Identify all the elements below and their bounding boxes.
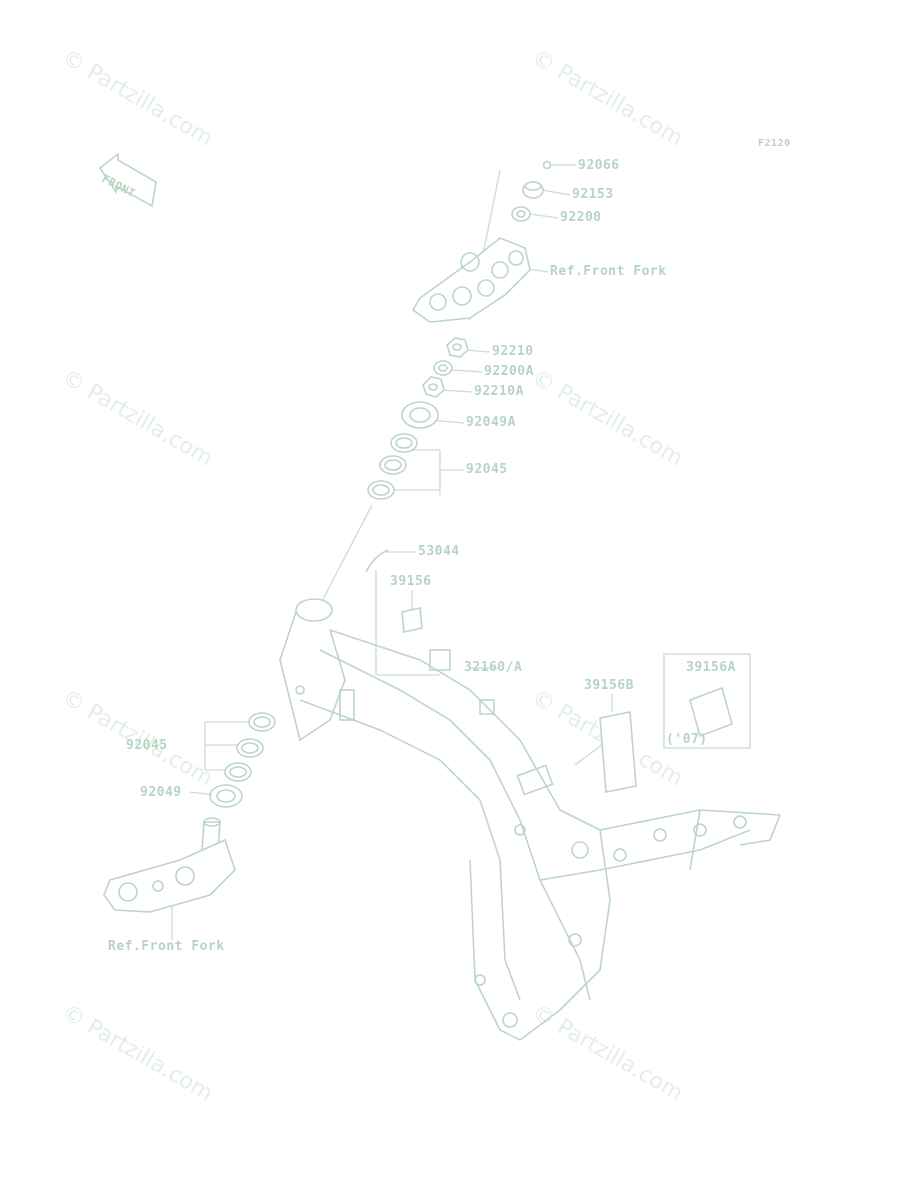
part-label[interactable]: 92210A [474,384,524,399]
cap-92153 [522,181,544,199]
part-label[interactable]: 92045 [126,738,168,753]
callout-box [663,653,751,749]
part-label[interactable]: 39156A [686,660,736,675]
part-label[interactable]: 53044 [418,544,460,559]
diagram-code: F2120 [758,138,791,149]
ref-label[interactable]: Ref.Front Fork [550,264,667,279]
bearing-92045-lower [224,712,276,782]
main-frame [279,598,781,1041]
part-label[interactable]: 92049 [140,785,182,800]
hose-53044 [365,549,389,573]
label-39156a [689,686,733,738]
part-label[interactable]: 92200A [484,364,534,379]
part-label[interactable]: 92200 [560,210,602,225]
upper-bracket [411,237,531,323]
front-arrow-icon [98,152,157,208]
part-label[interactable]: 92045 [466,462,508,477]
washer-92200 [511,206,531,222]
part-label[interactable]: 39156 [390,574,432,589]
part-label[interactable]: 92066 [578,158,620,173]
bearing-92045-upper [367,433,418,500]
part-label[interactable]: 92049A [466,415,516,430]
part-label[interactable]: 92153 [572,187,614,202]
nut-92066 [542,160,552,170]
seal-92049 [209,784,243,808]
part-label[interactable]: 39156B [584,678,634,693]
part-label[interactable]: 92210 [492,344,534,359]
part-label[interactable]: 32160/A [464,660,523,675]
label-39156b [599,711,637,793]
seal-92049a [401,401,439,429]
nut-92210 [446,337,469,358]
ref-label[interactable]: Ref.Front Fork [108,939,225,954]
year-note: ('07) [666,732,708,747]
washer-92200a [433,360,453,376]
lower-bracket [103,817,236,913]
nut-92210a [422,376,445,398]
label-39156 [401,607,423,633]
